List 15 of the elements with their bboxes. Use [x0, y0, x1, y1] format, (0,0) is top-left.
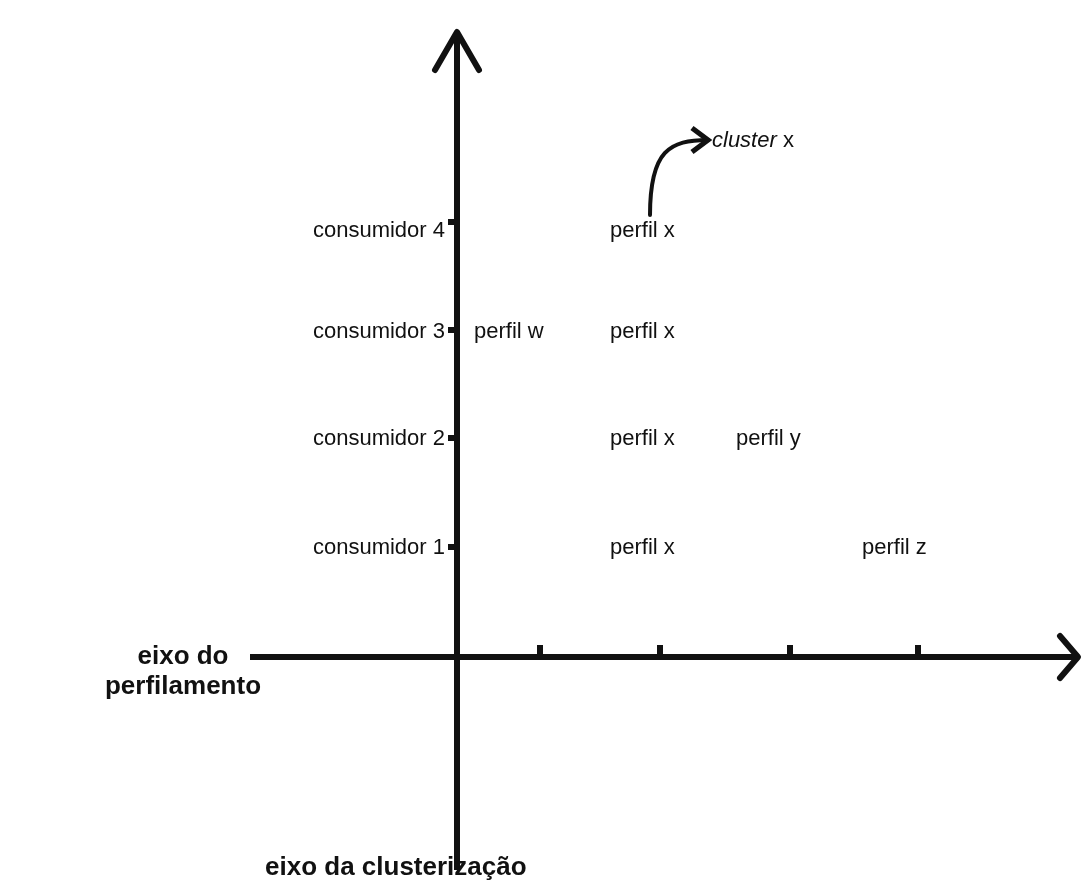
profile-label: perfil w — [474, 318, 544, 344]
profile-label: perfil y — [736, 425, 801, 451]
curved-arrow — [648, 125, 711, 217]
cluster-label: cluster x — [712, 127, 794, 153]
axis-title: eixo da clusterização — [265, 851, 527, 881]
profile-label: perfil x — [610, 425, 675, 451]
row-label: consumidor 1 — [312, 534, 445, 560]
row-label: consumidor 4 — [312, 217, 445, 243]
profile-label: perfil x — [610, 318, 675, 344]
profile-label: perfil x — [610, 534, 675, 560]
profile-label: perfil x — [610, 217, 675, 243]
row-label: consumidor 2 — [312, 425, 445, 451]
row-label: consumidor 3 — [312, 318, 445, 344]
profile-label: perfil z — [862, 534, 927, 560]
axis-title: eixo do perfilamento — [104, 640, 262, 700]
